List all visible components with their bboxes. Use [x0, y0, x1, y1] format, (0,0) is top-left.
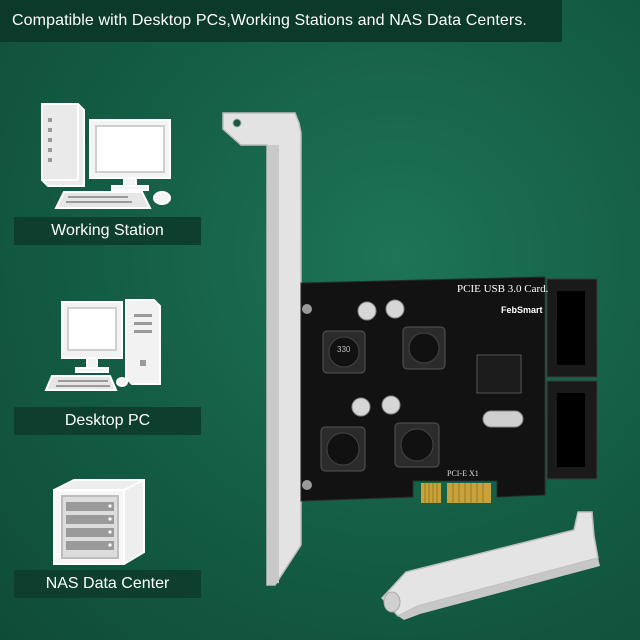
- label-nas-data-center: NAS Data Center: [14, 570, 201, 598]
- nas-server-icon: [50, 478, 160, 573]
- pcie-usb-card: PCIE USB 3.0 Card. FebSmart PCI-E X1 330: [215, 105, 615, 610]
- full-height-bracket: [222, 112, 302, 586]
- label-desktop-pc: Desktop PC: [14, 407, 201, 435]
- card-title: PCIE USB 3.0 Card.: [457, 283, 549, 295]
- low-profile-bracket: [378, 510, 618, 625]
- card-brand: FebSmart: [501, 305, 543, 315]
- desktop-pc-icon: [40, 296, 170, 401]
- banner-text: Compatible with Desktop PCs,Working Stat…: [12, 12, 527, 29]
- label-working-station: Working Station: [14, 217, 201, 245]
- workstation-icon: [36, 100, 186, 217]
- compatibility-banner: Compatible with Desktop PCs,Working Stat…: [0, 0, 562, 42]
- slot-text: PCI-E X1: [447, 469, 479, 478]
- inductor-label: 330: [337, 345, 351, 354]
- pcb-board: [300, 276, 598, 503]
